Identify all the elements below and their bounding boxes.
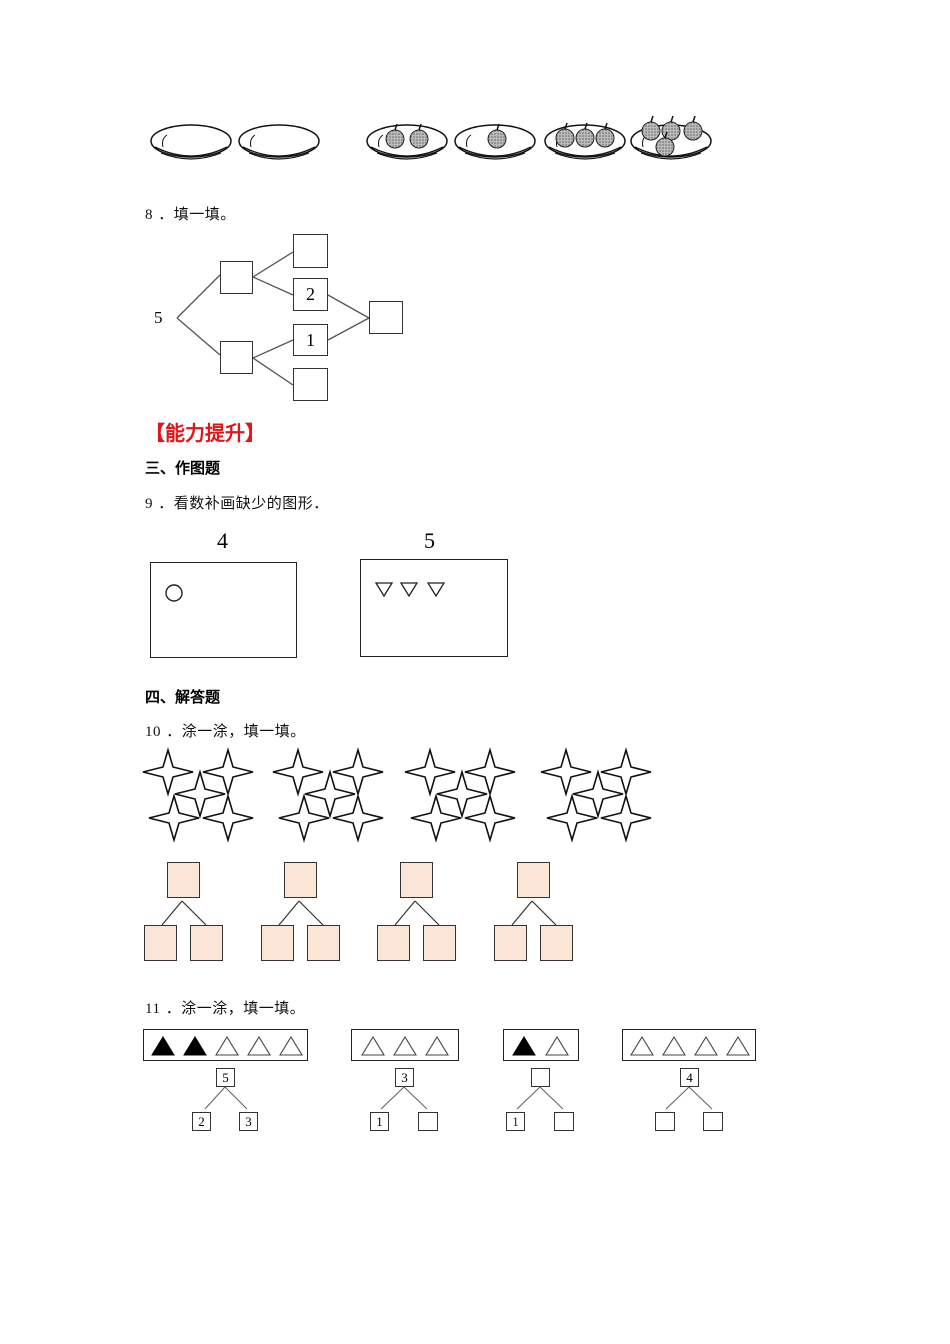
q8-answer-box-right-1[interactable] <box>293 234 328 268</box>
q10-tree-4 <box>494 861 574 961</box>
tree-right-box[interactable] <box>540 925 573 961</box>
tree-left-box[interactable] <box>494 925 527 961</box>
q10-number: 10 <box>145 724 161 740</box>
star-group-3 <box>405 750 515 840</box>
down-triangle-icon <box>399 582 419 598</box>
plate-empty-1 <box>150 124 232 160</box>
tree-lines <box>516 1086 564 1110</box>
q11-group-1: 5 2 3 <box>143 1029 313 1139</box>
left-number-box: 2 <box>192 1112 211 1131</box>
q11-group-4: 4 <box>622 1029 762 1139</box>
tree-right-box[interactable] <box>423 925 456 961</box>
tree-left-box[interactable] <box>261 925 294 961</box>
q11-text: 涂一涂，填一填。 <box>181 999 306 1017</box>
triangle-frame[interactable] <box>503 1029 579 1061</box>
q8-given-box-1: 1 <box>293 324 328 356</box>
right-answer-box[interactable] <box>703 1112 723 1131</box>
q11-group-3: 1 <box>503 1029 583 1139</box>
triangle-frame[interactable] <box>143 1029 308 1061</box>
tree-lines <box>204 1086 248 1110</box>
tree-lines <box>380 1086 428 1110</box>
left-answer-box[interactable] <box>655 1112 675 1131</box>
section-4-title: 四、解答题 <box>145 688 221 706</box>
q9-panel-1-label: 4 <box>217 528 228 553</box>
q11-sep: ． <box>165 999 182 1017</box>
q8-number: 8 <box>145 207 153 223</box>
tree-lines <box>394 900 440 926</box>
tree-right-box[interactable] <box>190 925 223 961</box>
q9-panel-2[interactable] <box>360 559 508 657</box>
tree-left-box[interactable] <box>144 925 177 961</box>
q9-panel-2-label: 5 <box>424 528 435 553</box>
ability-heading: 【能力提升】 <box>145 421 265 445</box>
down-triangles <box>374 582 446 598</box>
left-number-box: 1 <box>370 1112 389 1131</box>
right-answer-box[interactable] <box>418 1112 438 1131</box>
star-group-1 <box>143 750 253 840</box>
tree-lines <box>665 1086 713 1110</box>
right-number-box: 3 <box>239 1112 258 1131</box>
q10-tree-3 <box>377 861 457 961</box>
q10-star-groups[interactable] <box>140 748 660 848</box>
q8-connector-lines <box>176 251 370 386</box>
tree-lines <box>161 900 207 926</box>
q8-prompt: 8 ．填一填。 <box>145 203 236 224</box>
triangle-frame[interactable] <box>351 1029 459 1061</box>
tree-top-box[interactable] <box>400 862 433 898</box>
down-triangle-icon <box>426 582 446 598</box>
left-number-box: 1 <box>506 1112 525 1131</box>
q10-tree-1 <box>144 861 224 961</box>
q11-number: 11 <box>145 1001 161 1017</box>
tree-lines <box>278 900 324 926</box>
top-answer-box[interactable] <box>531 1068 550 1087</box>
q8-answer-box-mid-top[interactable] <box>220 261 253 294</box>
triangle-frame[interactable] <box>622 1029 756 1061</box>
q10-sep: ． <box>166 722 182 740</box>
right-answer-box[interactable] <box>554 1112 574 1131</box>
q8-answer-box-mid-bottom[interactable] <box>220 341 253 374</box>
q9-prompt: 9 ．看数补画缺少的图形． <box>145 492 329 513</box>
q8-text: 填一填。 <box>173 205 236 223</box>
plate-1-apple <box>454 123 536 160</box>
star-group-4 <box>541 750 651 840</box>
tree-top-box[interactable] <box>517 862 550 898</box>
tree-lines <box>511 900 557 926</box>
circle-icon <box>165 584 183 602</box>
q8-sep: ． <box>158 205 174 223</box>
q8-decomposition-diagram: 5 2 1 <box>145 230 415 410</box>
q9-sep: ． <box>158 494 174 512</box>
q11-group-2: 3 1 <box>351 1029 461 1139</box>
tree-top-box[interactable] <box>284 862 317 898</box>
q8-given-box-2: 2 <box>293 278 328 311</box>
plates-row <box>145 115 725 165</box>
star-group-2 <box>273 750 383 840</box>
q9-panel-1[interactable] <box>150 562 297 658</box>
plates-illustration <box>150 115 712 160</box>
q10-prompt: 10 ．涂一涂，填一填。 <box>145 720 306 741</box>
plate-4-apples <box>630 115 712 160</box>
plate-empty-2 <box>238 124 320 160</box>
q10-text: 涂一涂，填一填。 <box>181 722 306 740</box>
q8-root-number: 5 <box>154 308 163 327</box>
q8-answer-box-right-4[interactable] <box>293 368 328 401</box>
top-number-box: 3 <box>395 1068 414 1087</box>
q9-text: 看数补画缺少的图形． <box>173 494 329 512</box>
down-triangle-icon <box>374 582 394 598</box>
tree-left-box[interactable] <box>377 925 410 961</box>
q9-number: 9 <box>145 496 153 512</box>
q10-tree-2 <box>261 861 341 961</box>
top-number-box: 5 <box>216 1068 235 1087</box>
top-number-box: 4 <box>680 1068 699 1087</box>
section-3-title: 三、作图题 <box>145 459 221 477</box>
q11-prompt: 11 ．涂一涂，填一填。 <box>145 997 305 1018</box>
tree-top-box[interactable] <box>167 862 200 898</box>
tree-right-box[interactable] <box>307 925 340 961</box>
plate-3-apples <box>544 122 626 160</box>
q8-answer-box-far-right[interactable] <box>369 301 403 334</box>
plate-2-apples <box>366 123 448 160</box>
